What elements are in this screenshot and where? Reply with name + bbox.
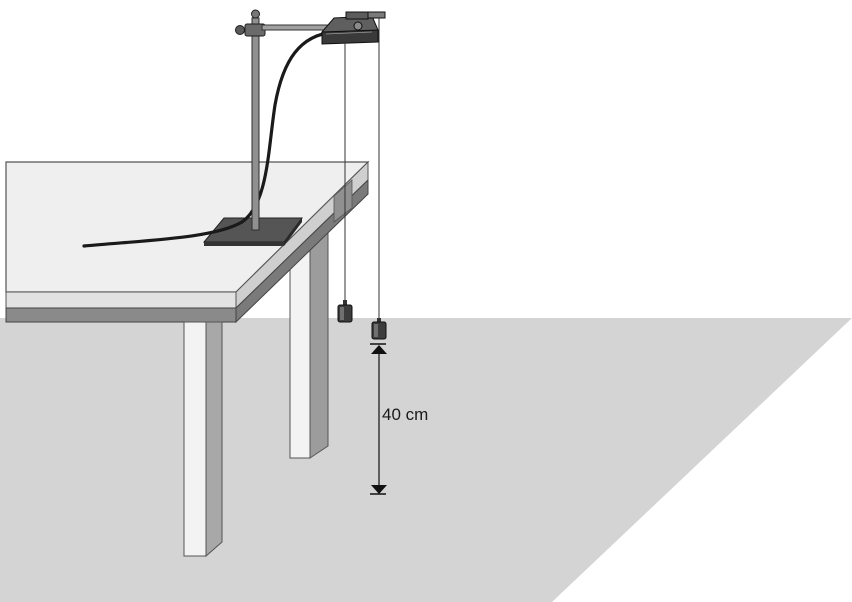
pulley-sensor <box>320 11 386 45</box>
mass-right <box>371 318 387 340</box>
drop-height-label: 40 cm <box>382 405 428 424</box>
floor-plane <box>0 318 852 602</box>
height-dimension <box>370 343 387 495</box>
table-top <box>5 160 370 324</box>
table-leg-back <box>289 220 329 459</box>
boss-clamp <box>235 23 266 37</box>
stand-rod <box>251 9 260 231</box>
arrow-head-top <box>371 345 387 354</box>
arrow-head-bottom <box>371 485 387 494</box>
table-leg-front <box>183 321 223 558</box>
mass-left <box>337 300 353 323</box>
sensor-cable <box>82 30 336 248</box>
